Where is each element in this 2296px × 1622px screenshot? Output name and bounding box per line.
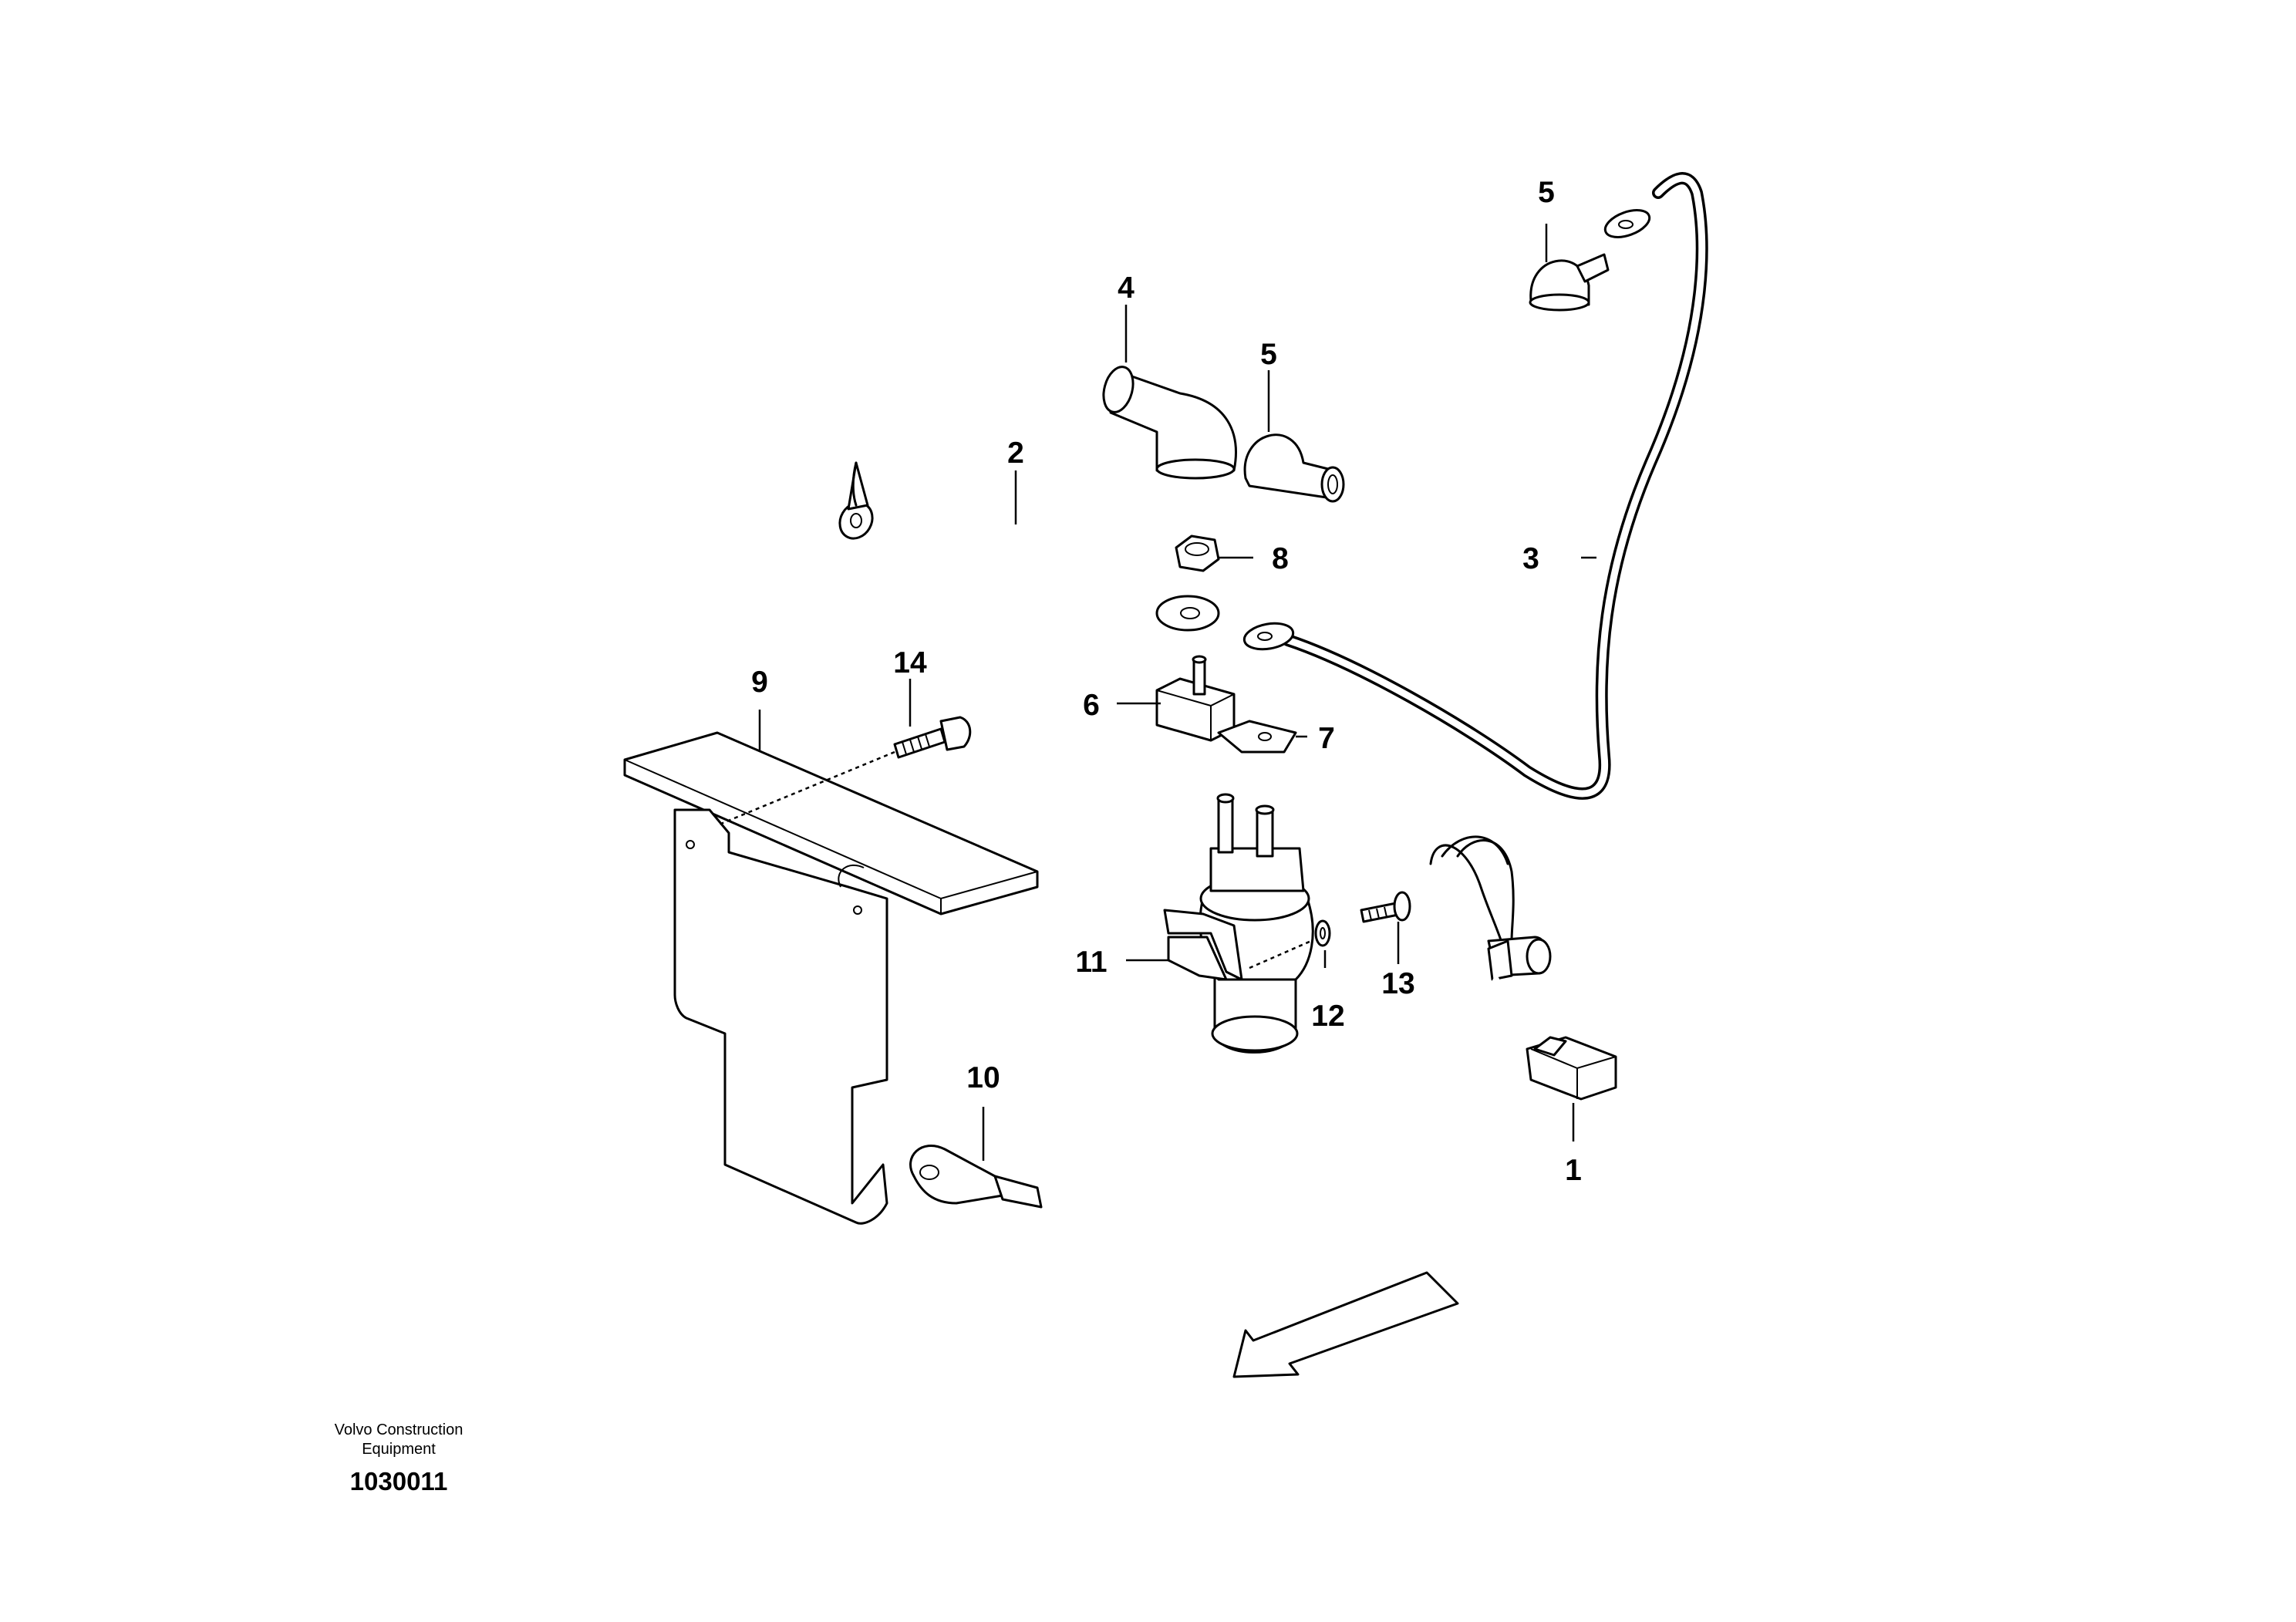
callout-14: 14 — [893, 646, 927, 679]
callout-11: 11 — [1075, 946, 1107, 979]
boot-part-5-right — [1529, 253, 1610, 312]
cable-part-2 — [838, 348, 1220, 632]
callout-10: 10 — [966, 1061, 1000, 1094]
callout-labels: 1 2 3 4 5 5 6 7 8 9 10 11 12 13 14 — [751, 176, 1582, 1187]
callout-5-left: 5 — [1260, 338, 1277, 371]
callout-4: 4 — [1118, 271, 1135, 305]
callout-6: 6 — [1083, 689, 1100, 722]
boot-part-5-left — [1243, 433, 1345, 503]
callout-13: 13 — [1381, 967, 1414, 1000]
sensor-part-1 — [1429, 835, 1617, 1101]
terminal-block-part-6 — [1155, 655, 1297, 754]
callout-12: 12 — [1311, 1000, 1344, 1033]
callout-9: 9 — [751, 666, 768, 699]
screw-part-13 — [1360, 891, 1411, 923]
direction-arrow — [1232, 1271, 1459, 1378]
lug-part-10 — [909, 1144, 1043, 1209]
washer-part-12 — [1314, 919, 1331, 947]
bolt-part-14 — [716, 716, 972, 827]
footer-company-line2: Equipment — [362, 1441, 436, 1458]
drawing-number: 1030011 — [350, 1467, 448, 1496]
cable-part-3 — [1242, 172, 1708, 800]
callout-2: 2 — [1007, 437, 1024, 470]
callout-1: 1 — [1565, 1154, 1582, 1187]
callout-7: 7 — [1318, 722, 1335, 755]
callout-8: 8 — [1272, 542, 1289, 575]
bracket-part-9 — [623, 731, 1039, 1225]
footer: Volvo Construction Equipment 1030011 — [335, 1421, 464, 1496]
footer-company-line1: Volvo Construction — [335, 1421, 464, 1438]
callout-3: 3 — [1522, 542, 1539, 575]
nut-part-8 — [1175, 534, 1220, 572]
callout-5-right: 5 — [1538, 176, 1555, 209]
leader-lines — [758, 224, 1596, 1161]
solenoid-part-11 — [1163, 793, 1314, 1054]
boot-part-4 — [1102, 366, 1237, 480]
